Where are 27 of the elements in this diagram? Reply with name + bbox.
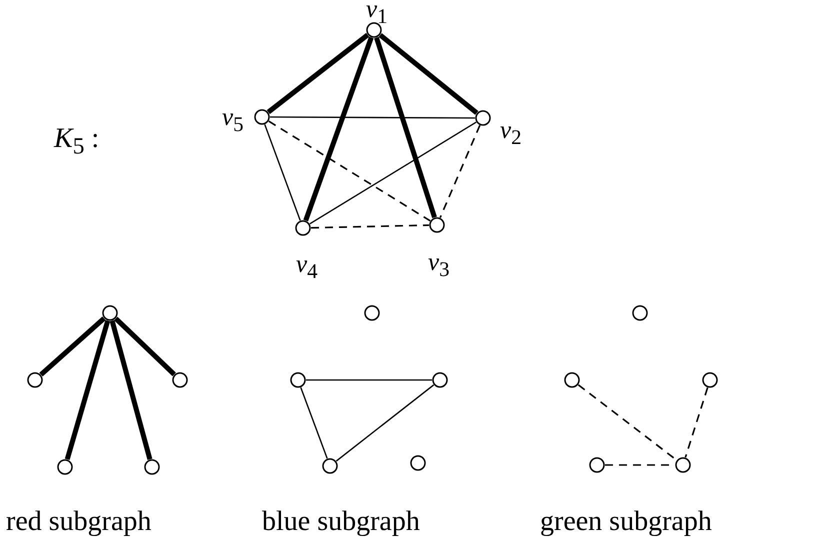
- graph-edge: [268, 120, 431, 222]
- graph-edge: [306, 379, 432, 381]
- graph-edge: [110, 320, 152, 460]
- graph-edge: [114, 316, 176, 376]
- graph-edge: [310, 224, 430, 229]
- graph-edge: [300, 387, 328, 459]
- graph-edge: [684, 387, 708, 458]
- vertex-label: v$_{5}$: [222, 105, 244, 135]
- vertex-label: v$_{4}$: [296, 252, 318, 282]
- caption-text: red subgraph: [6, 508, 152, 536]
- caption-text: green subgraph: [540, 508, 712, 536]
- graph-edge: [303, 36, 374, 222]
- graph-edge: [374, 36, 437, 218]
- vertex-label: v$_{3}$: [428, 250, 450, 280]
- graph-edge: [64, 320, 110, 460]
- graph-edge: [270, 116, 475, 119]
- graph-edge: [264, 124, 301, 221]
- graph-name: K$_{5}$ :: [54, 125, 100, 159]
- graph-edge: [378, 33, 478, 115]
- graph-edge: [266, 32, 370, 114]
- caption-text: blue subgraph: [262, 508, 420, 536]
- graph-edge: [309, 122, 477, 224]
- graph-edge: [39, 316, 106, 377]
- graph-edge: [336, 384, 434, 462]
- graph-edge: [439, 125, 481, 218]
- vertex-label: v$_{2}$: [500, 118, 522, 148]
- vertex-label: v$_{1}$: [366, 0, 388, 27]
